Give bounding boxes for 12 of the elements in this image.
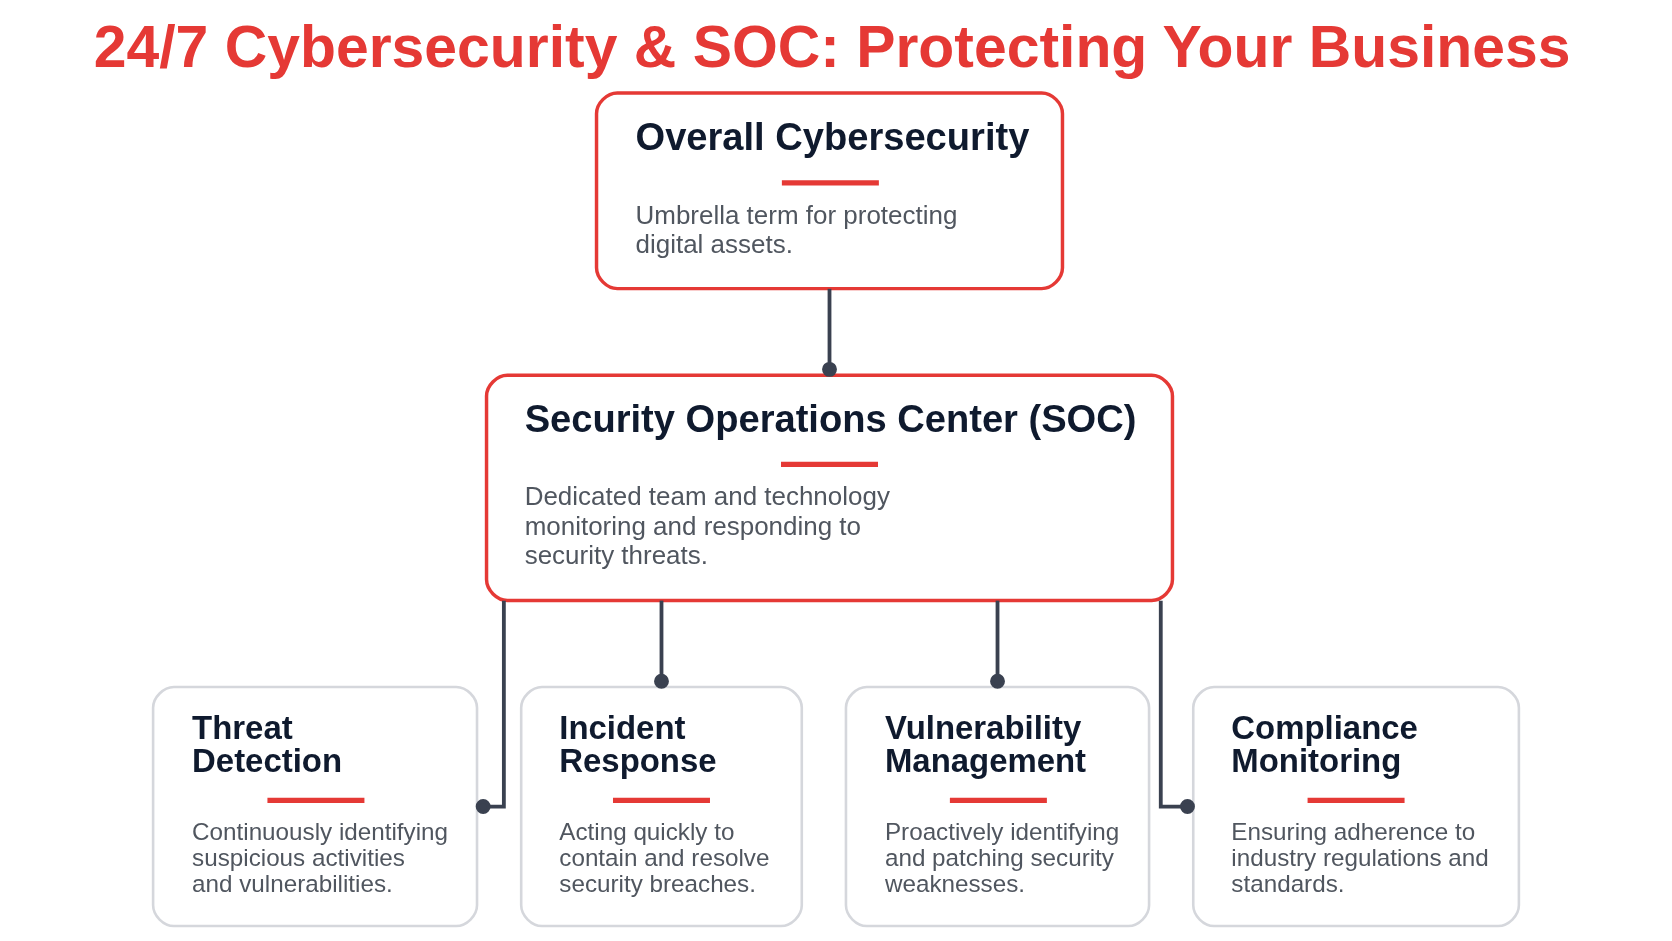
node-box: Threat Detection Continuously identifying suspicious activities and vulnerabilities. <box>151 685 479 928</box>
diagram-title: 24/7 Cybersecurity & SOC: Protecting Your Business <box>93 14 1571 80</box>
node-box: Security Operations Center (SOC) Dedicated team and technology monitoring and responding to security threats. <box>484 373 1175 603</box>
connector <box>654 600 669 689</box>
connector <box>475 600 506 814</box>
connector <box>990 600 1005 689</box>
node-box: Incident Response Acting quickly to contain and resolve security breaches. <box>519 685 804 928</box>
connector <box>822 288 837 377</box>
connector <box>1158 600 1195 814</box>
node-box: Vulnerability Management Proactively identifying and patching security weaknesses. <box>844 685 1151 928</box>
node-box: Compliance Monitoring Ensuring adherence to industry regulations and standards. <box>1191 685 1521 928</box>
node-box: Overall Cybersecurity Umbrella term for protecting digital assets. <box>594 91 1065 291</box>
